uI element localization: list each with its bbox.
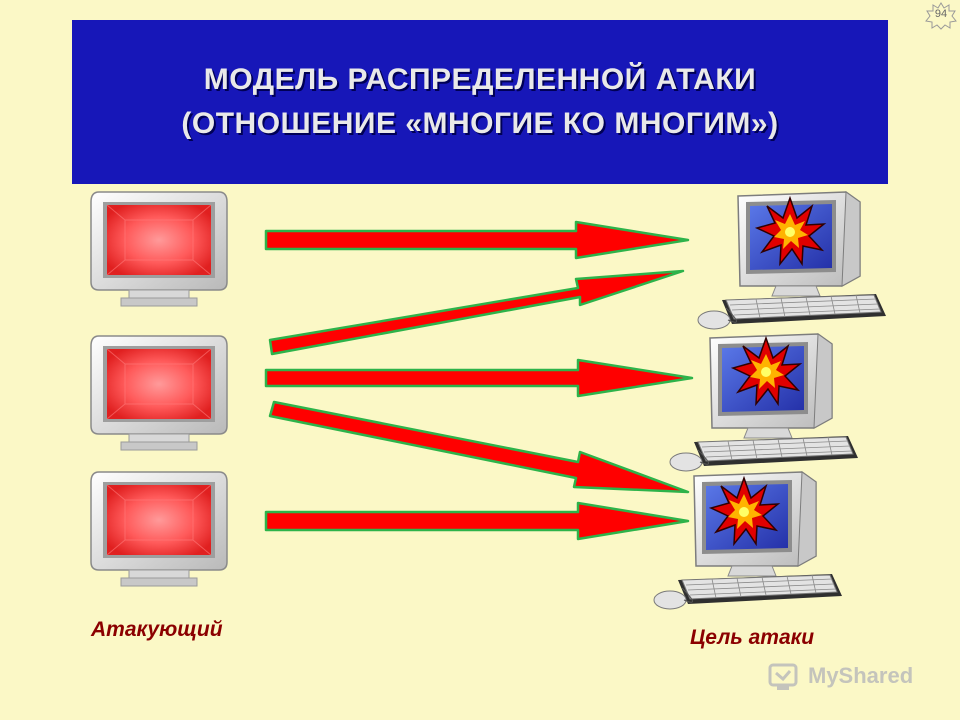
page-badge-star-icon [925,2,957,30]
attacker-computer-3 [90,471,228,587]
target-computer-1 [697,191,887,330]
attack-arrow-4 [268,400,690,494]
attack-arrow-2 [268,269,685,356]
attacker-computer-1 [90,191,228,307]
attacker-computer-2 [90,335,228,451]
attack-arrow-3 [264,358,694,398]
watermark-text: MyShared [808,663,914,688]
target-label: Цель атаки [690,626,815,649]
myshared-watermark: MyShared [768,656,913,696]
myshared-logo-icon [768,663,798,690]
attack-arrow-1 [264,220,690,260]
title-line-2: (ОТНОШЕНИЕ «МНОГИЕ КО МНОГИМ») [181,107,779,140]
attacker-label: Атакующий [91,618,223,641]
title-banner: МОДЕЛЬ РАСПРЕДЕЛЕННОЙ АТАКИ (ОТНОШЕНИЕ «… [72,20,888,184]
target-computer-2 [669,333,859,472]
title-line-1: МОДЕЛЬ РАСПРЕДЕЛЕННОЙ АТАКИ [203,63,757,96]
page-number-badge: 94 [924,2,958,30]
page-number: 94 [934,8,948,20]
attack-arrow-5 [264,501,690,541]
